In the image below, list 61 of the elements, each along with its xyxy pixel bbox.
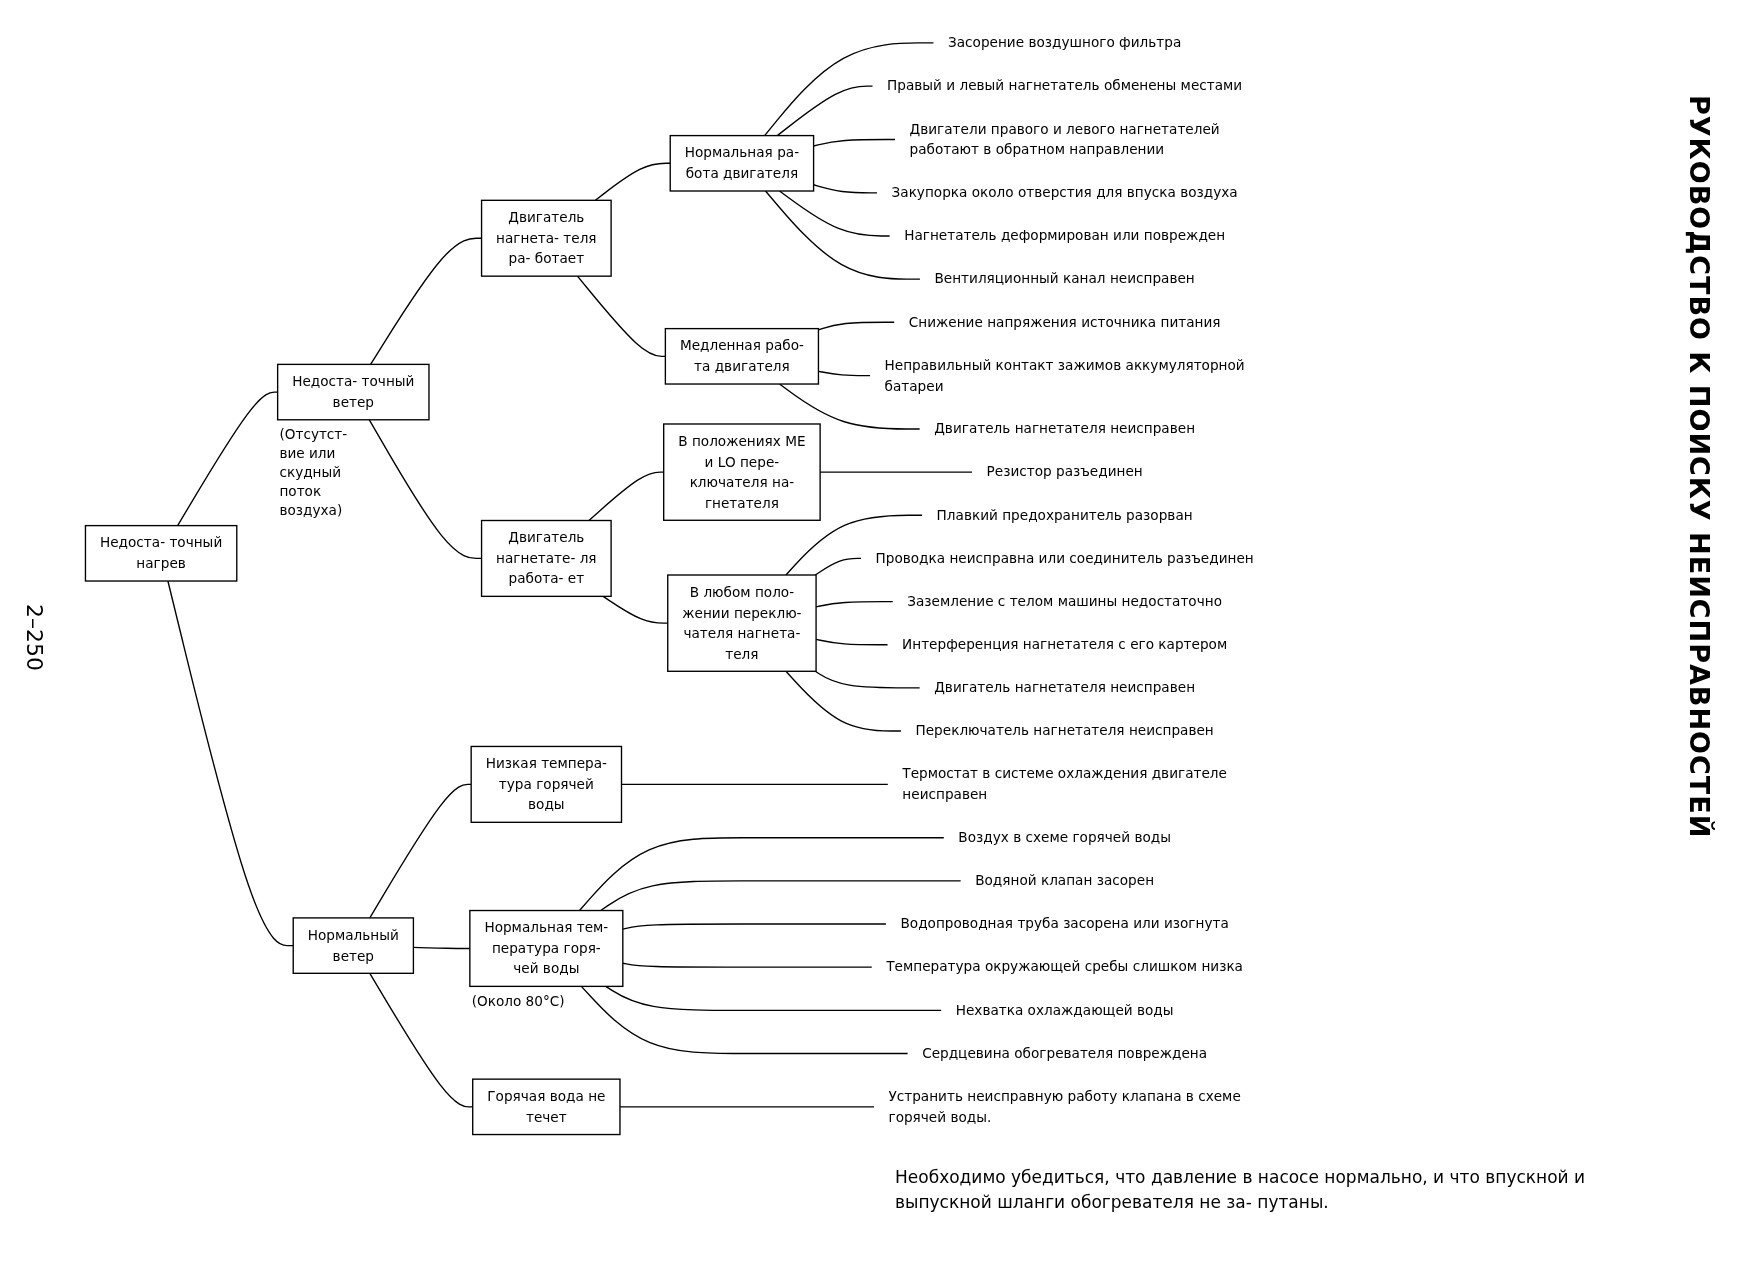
node-text: Проводка неисправна или соединитель разъединен bbox=[875, 550, 1254, 567]
connector bbox=[167, 580, 294, 947]
node-text: Снижение напряжения источника питания bbox=[908, 313, 1221, 331]
node-text: Закупорка около отверстия для впуска воздуха bbox=[891, 184, 1238, 201]
connector bbox=[600, 880, 962, 912]
node-text: Термостат в системе охлаждения двигателе неисправен bbox=[902, 765, 1227, 803]
page-number: 2–250 bbox=[22, 604, 47, 671]
node-text: Воздух в схеме горячей воды bbox=[958, 829, 1171, 846]
connector bbox=[814, 670, 921, 689]
node-box: Нормальная ра- бота двигателя bbox=[669, 134, 815, 192]
connector bbox=[580, 985, 909, 1055]
node-text: Температура окружающей сребы слишком низка bbox=[886, 958, 1243, 976]
connector bbox=[776, 85, 874, 137]
connector bbox=[778, 383, 921, 430]
node-note: (Около 80°C) bbox=[471, 991, 565, 1011]
node-box: Низкая темпера- тура горячей воды bbox=[470, 745, 623, 823]
connector bbox=[619, 1106, 875, 1108]
connector bbox=[763, 42, 935, 137]
node-text: Правый и левый нагнетатель обменены местами bbox=[887, 77, 1243, 95]
page-title: РУКОВОДСТВО К ПОИСКУ НЕИСПРАВНОСТЕЙ bbox=[1684, 95, 1715, 839]
node-text: Заземление с телом машины недостаточно bbox=[907, 593, 1222, 610]
connector bbox=[605, 985, 942, 1011]
connector bbox=[578, 837, 945, 912]
connector bbox=[622, 923, 887, 930]
node-text: Неправильный контакт зажимов аккумуляторной батареи bbox=[884, 357, 1245, 394]
connector bbox=[764, 190, 921, 280]
node-box: Медленная рабо- та двигателя bbox=[664, 327, 820, 385]
node-note: (Отсутст- вие или скудный поток воздуха) bbox=[279, 425, 349, 521]
node-box: Недоста- точный нагрев bbox=[84, 524, 238, 582]
connector bbox=[814, 557, 862, 576]
connector bbox=[778, 190, 891, 237]
connector bbox=[594, 162, 671, 201]
node-text: Устранить неисправную работу клапана в схеме горячей воды. bbox=[888, 1088, 1241, 1126]
node-text: Сердцевина обогревателя повреждена bbox=[922, 1045, 1208, 1062]
node-text: Нехватка охлаждающей воды bbox=[955, 1001, 1174, 1019]
node-text: Переключатель нагнетателя неисправен bbox=[915, 722, 1214, 739]
node-text: Интерференция нагнетателя с его картером bbox=[902, 636, 1228, 653]
node-box: В положениях ME и LO пере- ключателя на- гнетателя bbox=[663, 423, 821, 521]
node-text: Двигатели правого и левого нагнетателей работают в обратном направлении bbox=[909, 120, 1220, 158]
node-box: Двигатель нагнета- теля ра- ботает bbox=[480, 199, 612, 277]
connector bbox=[817, 321, 895, 331]
node-text: Нагнетатель деформирован или поврежден bbox=[904, 227, 1226, 244]
connector bbox=[369, 783, 472, 919]
node-box: В любом поло- жении переклю- чателя нагнета- теля bbox=[667, 574, 817, 672]
node-text: Водяной клапан засорен bbox=[975, 872, 1155, 889]
node-box: Горячая вода не течет bbox=[472, 1078, 621, 1136]
node-text: Резистор разъединен bbox=[986, 463, 1143, 481]
connector bbox=[785, 514, 923, 576]
node-text: Засорение воздушного фильтра bbox=[948, 34, 1182, 51]
connector bbox=[785, 670, 902, 732]
node-text: Двигатель нагнетателя неисправен bbox=[934, 679, 1196, 696]
connector bbox=[622, 962, 873, 968]
node-box: Нормальный ветер bbox=[292, 917, 415, 974]
node-text: Плавкий предохранитель разорван bbox=[936, 506, 1193, 524]
node-text: Водопроводная труба засорена или изогнута bbox=[900, 915, 1229, 932]
node-box: Двигатель нагнетате- ля работа- ет bbox=[480, 519, 612, 598]
note-text: Необходимо убедиться, что давление в насосе нормально, и что впускной и выпускной шланги обогревателя не за- путаны. bbox=[895, 1166, 1587, 1214]
node-box: Недоста- точный ветер bbox=[276, 363, 430, 421]
node-text: Двигатель нагнетателя неисправен bbox=[934, 420, 1196, 437]
node-text: Вентиляционный канал неисправен bbox=[934, 270, 1195, 288]
node-box: Нормальная тем- пература горя- чей воды bbox=[469, 909, 624, 988]
